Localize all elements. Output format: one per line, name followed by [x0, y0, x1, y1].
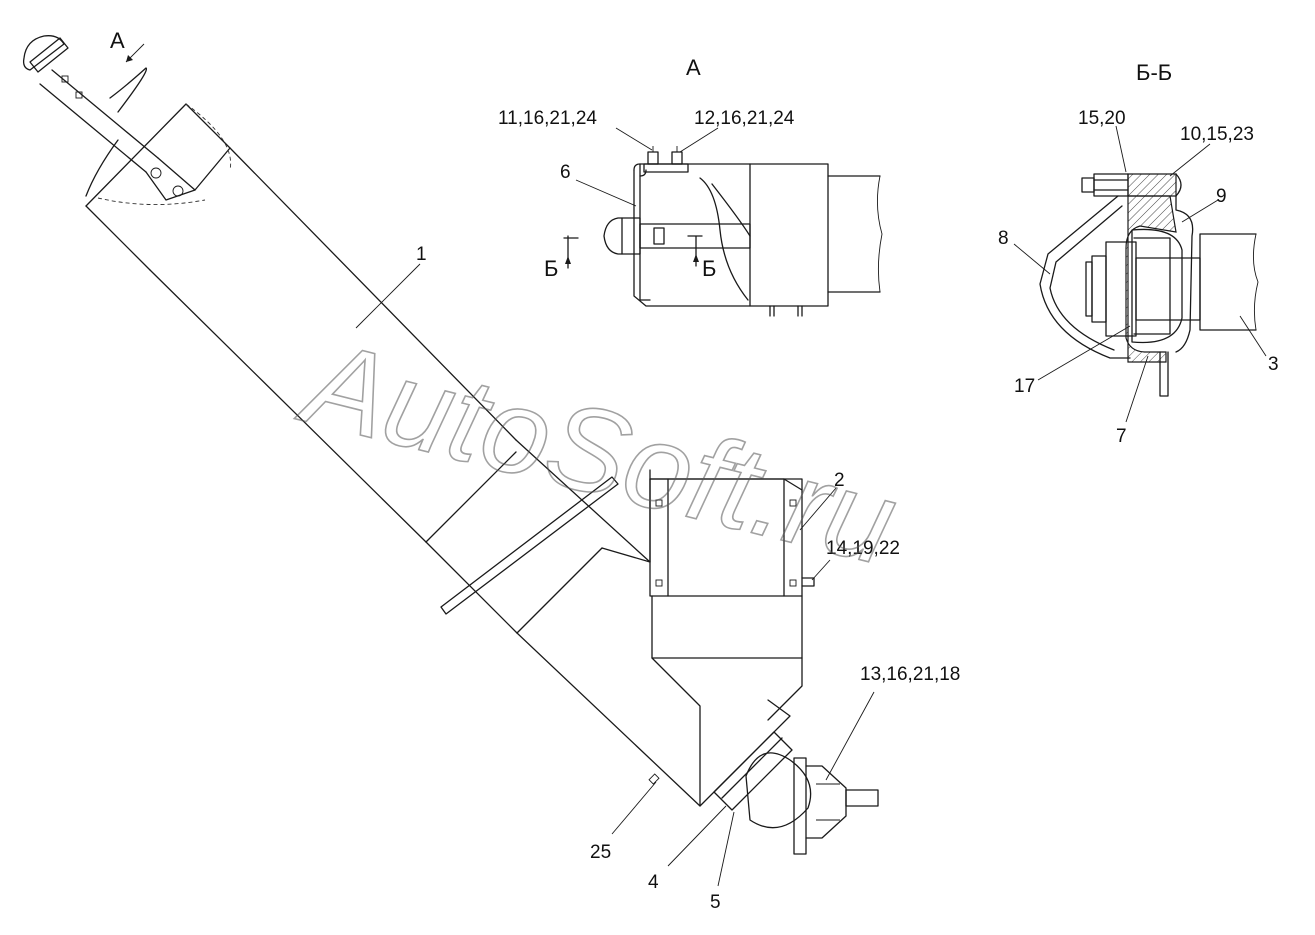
drive-flange	[648, 731, 793, 811]
callout-12: 12,16,21,24	[694, 108, 795, 129]
callout-13: 13,16,21,18	[860, 664, 960, 685]
callout-3: 3	[1268, 354, 1279, 375]
section-bb: Б-Б 15,20	[998, 60, 1279, 447]
callout-10: 10,15,23	[1180, 124, 1254, 145]
section-bb-bearing	[1131, 228, 1183, 344]
view-a-arrow	[125, 43, 145, 63]
callout-6: 6	[560, 162, 571, 183]
section-bb-housing	[1125, 195, 1177, 363]
auger-flight	[85, 67, 148, 197]
callout-25: 25	[590, 842, 611, 863]
gearbox	[745, 752, 879, 855]
auger-shaft	[22, 35, 196, 201]
main-view: А	[22, 28, 960, 913]
callout-8: 8	[998, 228, 1009, 249]
callout-1: 1	[416, 244, 427, 265]
detail-a-bolt-1	[647, 151, 659, 165]
section-bb-bolt	[1081, 173, 1182, 197]
detail-view-a: А Б Б 11,16,21,24 12,16,21,24 6	[498, 55, 883, 317]
view-a-arrow-label: А	[110, 28, 125, 53]
detail-a-bracket	[633, 163, 751, 307]
callout-2: 2	[834, 470, 845, 491]
section-mark-left: Б	[544, 256, 558, 281]
hopper-funnel	[651, 595, 803, 807]
diagonal-rod	[440, 476, 619, 615]
main-tube	[149, 147, 791, 807]
hopper-box	[649, 478, 815, 597]
detail-a-title: А	[686, 55, 701, 80]
callout-5: 5	[710, 892, 721, 913]
upper-tube-housing	[85, 103, 232, 271]
section-bb-title: Б-Б	[1136, 60, 1172, 85]
callout-7: 7	[1116, 426, 1127, 447]
callout-17: 17	[1014, 376, 1035, 397]
detail-a-tube-end	[749, 163, 829, 307]
section-mark-right: Б	[702, 256, 716, 281]
callout-11: 11,16,21,24	[498, 108, 597, 129]
callout-14: 14,19,22	[826, 538, 900, 559]
watermark: AutoSoft.ru	[288, 314, 909, 591]
callout-4: 4	[648, 872, 659, 893]
callout-9: 9	[1216, 186, 1227, 207]
callout-15: 15,20	[1078, 108, 1126, 129]
detail-a-bolt-2	[671, 151, 683, 165]
